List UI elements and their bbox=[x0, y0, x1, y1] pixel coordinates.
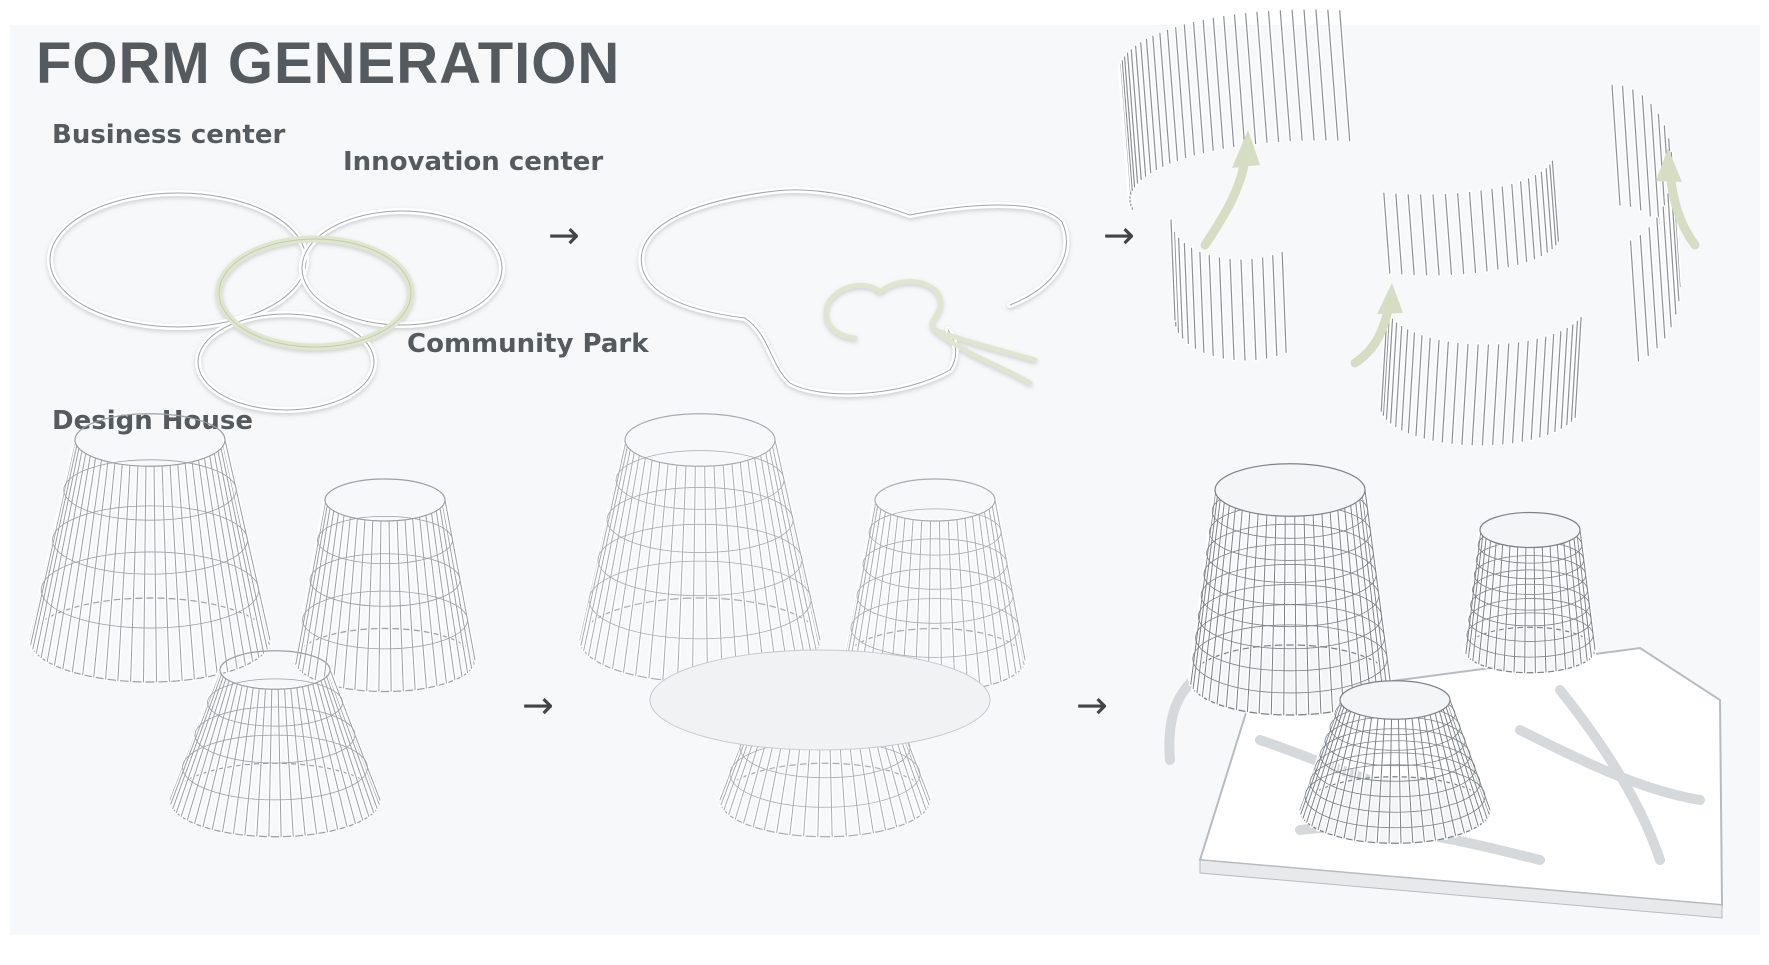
step-arrow-2: → bbox=[1103, 213, 1135, 257]
rotate-up-arrow-icon bbox=[1232, 130, 1682, 314]
label-innovation-center: Innovation center bbox=[343, 147, 604, 177]
step4-structural-frame bbox=[28, 413, 477, 839]
step-arrow-3: → bbox=[522, 683, 554, 727]
label-community-park: Community Park bbox=[407, 329, 649, 359]
label-design-house: Design House bbox=[52, 406, 254, 436]
step-arrow-4: → bbox=[1076, 683, 1108, 727]
community-park-loop bbox=[823, 279, 1038, 386]
step5-floor-slabs bbox=[578, 413, 1027, 839]
page-title: FORM GENERATION bbox=[36, 31, 621, 96]
label-business-center: Business center bbox=[52, 120, 286, 150]
step6-site-model bbox=[1164, 463, 1724, 919]
step3-vertical-fins bbox=[1118, 8, 1682, 447]
step-arrow-1: → bbox=[548, 213, 580, 257]
step1-rings bbox=[47, 190, 505, 413]
step2-merged-outline bbox=[638, 187, 1070, 397]
ring-design-house bbox=[195, 311, 377, 413]
ring-business-center bbox=[47, 190, 309, 330]
